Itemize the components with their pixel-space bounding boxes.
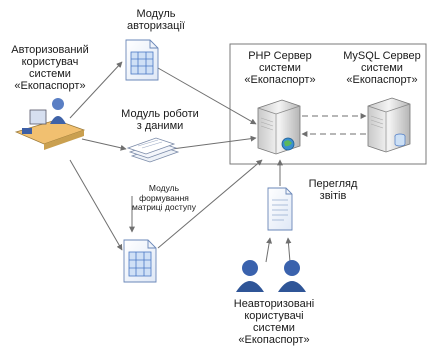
unauthorized-users-icon — [236, 260, 306, 292]
matrix-module-doc-icon — [123, 239, 157, 283]
php-server-line-1: PHP Сервер — [248, 50, 312, 62]
data-module-stack-icon — [126, 137, 180, 163]
arrow-users2-to-reports — [285, 237, 292, 263]
auth-user-line-2: користувач — [21, 56, 79, 68]
server-frame — [229, 43, 427, 165]
auth-module-label: Модуль авторизації — [116, 8, 196, 32]
reports-line-2: звітів — [319, 190, 347, 202]
php-server-line-3: «Екопаспорт» — [244, 74, 316, 86]
mysql-server-line-1: MySQL Сервер — [343, 50, 421, 62]
php-server-label: PHP Сервер системи «Екопаспорт» — [238, 50, 322, 86]
arrow-data-to-php — [171, 135, 257, 150]
auth-user-line-1: Авторизований — [11, 44, 89, 56]
mysql-server-icon — [367, 97, 411, 153]
unauth-users-line-2: користувачі — [244, 310, 304, 322]
php-server-line-2: системи — [259, 62, 301, 74]
auth-module-line-1: Модуль — [136, 8, 176, 20]
arrow-auth-to-php — [157, 67, 257, 125]
matrix-module-label: Модуль формування матриці доступу — [116, 183, 212, 213]
arrow-users-to-reports — [265, 237, 273, 263]
mysql-server-line-3: «Екопаспорт» — [346, 74, 418, 86]
arrow-user-to-auth — [69, 61, 123, 119]
arrow-user-to-matrix — [69, 159, 123, 251]
reports-label: Перегляд звітів — [298, 178, 368, 202]
data-module-line-1: Модуль роботи — [121, 108, 199, 120]
auth-user-label: Авторизований користувач системи «Екопас… — [2, 44, 98, 92]
auth-user-line-4: «Екопаспорт» — [14, 80, 86, 92]
php-server-icon — [257, 99, 301, 155]
arrow-user-to-data — [81, 138, 127, 151]
matrix-module-line-2: формування — [139, 192, 189, 203]
auth-module-line-2: авторизації — [127, 20, 185, 32]
mysql-server-label: MySQL Сервер системи «Екопаспорт» — [338, 50, 426, 86]
unauth-users-line-3: системи — [253, 322, 295, 334]
matrix-module-line-1: Модуль — [148, 183, 180, 193]
connectors — [69, 61, 292, 263]
user-at-desk-icon — [14, 98, 86, 150]
reports-line-1: Перегляд — [308, 178, 358, 190]
data-module-line-2: з даними — [136, 120, 184, 132]
unauth-users-line-4: «Екопаспорт» — [238, 334, 310, 346]
unauth-users-label: Неавторизовані користувачі системи «Екоп… — [218, 298, 330, 346]
arrow-matrix-to-php — [157, 159, 263, 249]
matrix-module-line-3: матриці доступу — [132, 202, 196, 212]
unauth-users-line-1: Неавторизовані — [233, 298, 315, 310]
mysql-server-line-2: системи — [361, 62, 403, 74]
data-module-label: Модуль роботи з даними — [110, 108, 210, 132]
auth-user-line-3: системи — [29, 68, 71, 80]
auth-module-doc-icon — [125, 39, 159, 81]
reports-doc-icon — [267, 187, 293, 231]
